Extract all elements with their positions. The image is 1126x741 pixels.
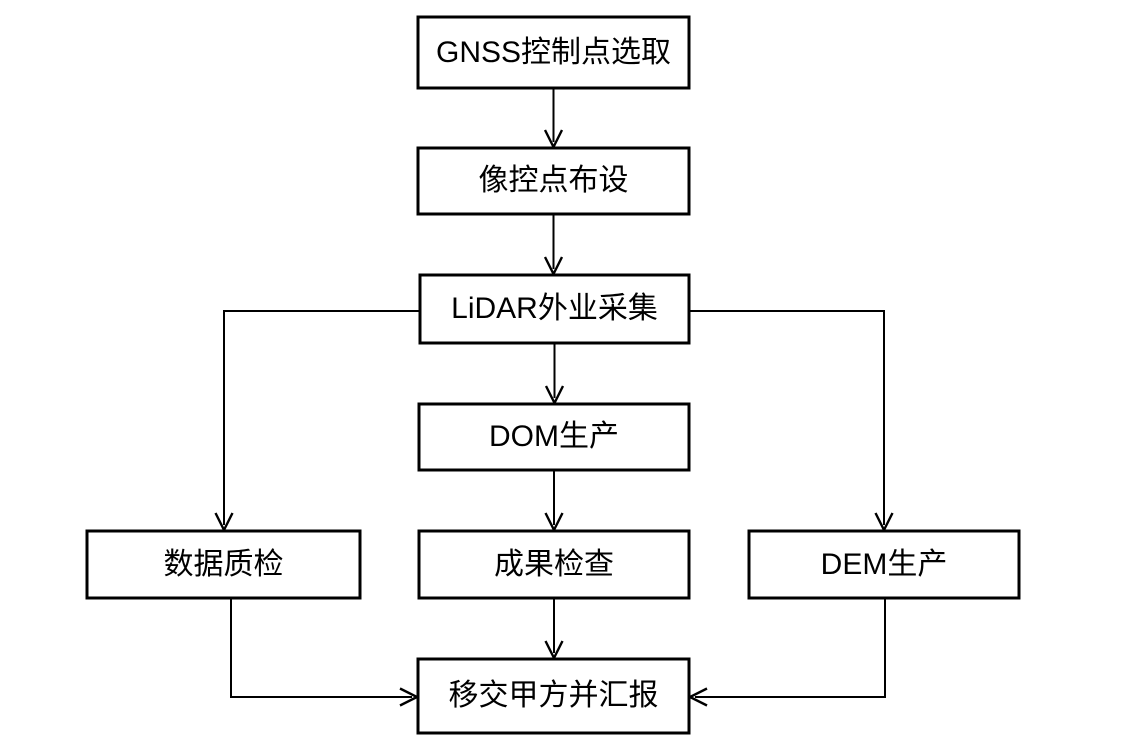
node-gnss-control-point-selection[interactable]: GNSS控制点选取 — [416, 15, 691, 90]
node-result-check[interactable]: 成果检查 — [417, 529, 691, 600]
node-label-data-qc: 数据质检 — [164, 548, 284, 581]
edge-gnss-to-image-control — [543, 88, 564, 150]
edge-dem-to-handover — [687, 598, 886, 707]
node-label-image-control: 像控点布设 — [479, 164, 629, 197]
node-label-handover: 移交甲方并汇报 — [449, 679, 659, 712]
edge-lidar-to-dom — [544, 343, 565, 406]
node-dem-production[interactable]: DEM生产 — [747, 529, 1021, 600]
node-label-lidar-field: LiDAR外业采集 — [451, 292, 658, 325]
node-data-quality-check[interactable]: 数据质检 — [85, 529, 362, 600]
edge-image-control-to-lidar — [543, 214, 564, 277]
node-label-dem-production: DEM生产 — [821, 548, 948, 581]
edge-lidar-to-data-qc — [214, 310, 420, 533]
edge-lidar-to-dem — [689, 310, 894, 533]
node-lidar-field-collection[interactable]: LiDAR外业采集 — [418, 273, 691, 345]
node-image-control-point-layout[interactable]: 像控点布设 — [416, 146, 691, 216]
edge-data-qc-to-handover — [230, 598, 420, 707]
edge-result-check-to-handover — [544, 598, 564, 661]
node-label-gnss: GNSS控制点选取 — [436, 36, 671, 69]
node-dom-production[interactable]: DOM生产 — [417, 402, 691, 472]
node-layer: GNSS控制点选取 像控点布设 LiDAR外业采集 DOM生产 数据质检 成果检 — [85, 15, 1021, 735]
node-label-result-check: 成果检查 — [494, 548, 614, 581]
edge-dom-to-result-check — [544, 470, 564, 533]
node-handover-and-report[interactable]: 移交甲方并汇报 — [416, 657, 691, 735]
node-label-dom-production: DOM生产 — [489, 420, 619, 453]
